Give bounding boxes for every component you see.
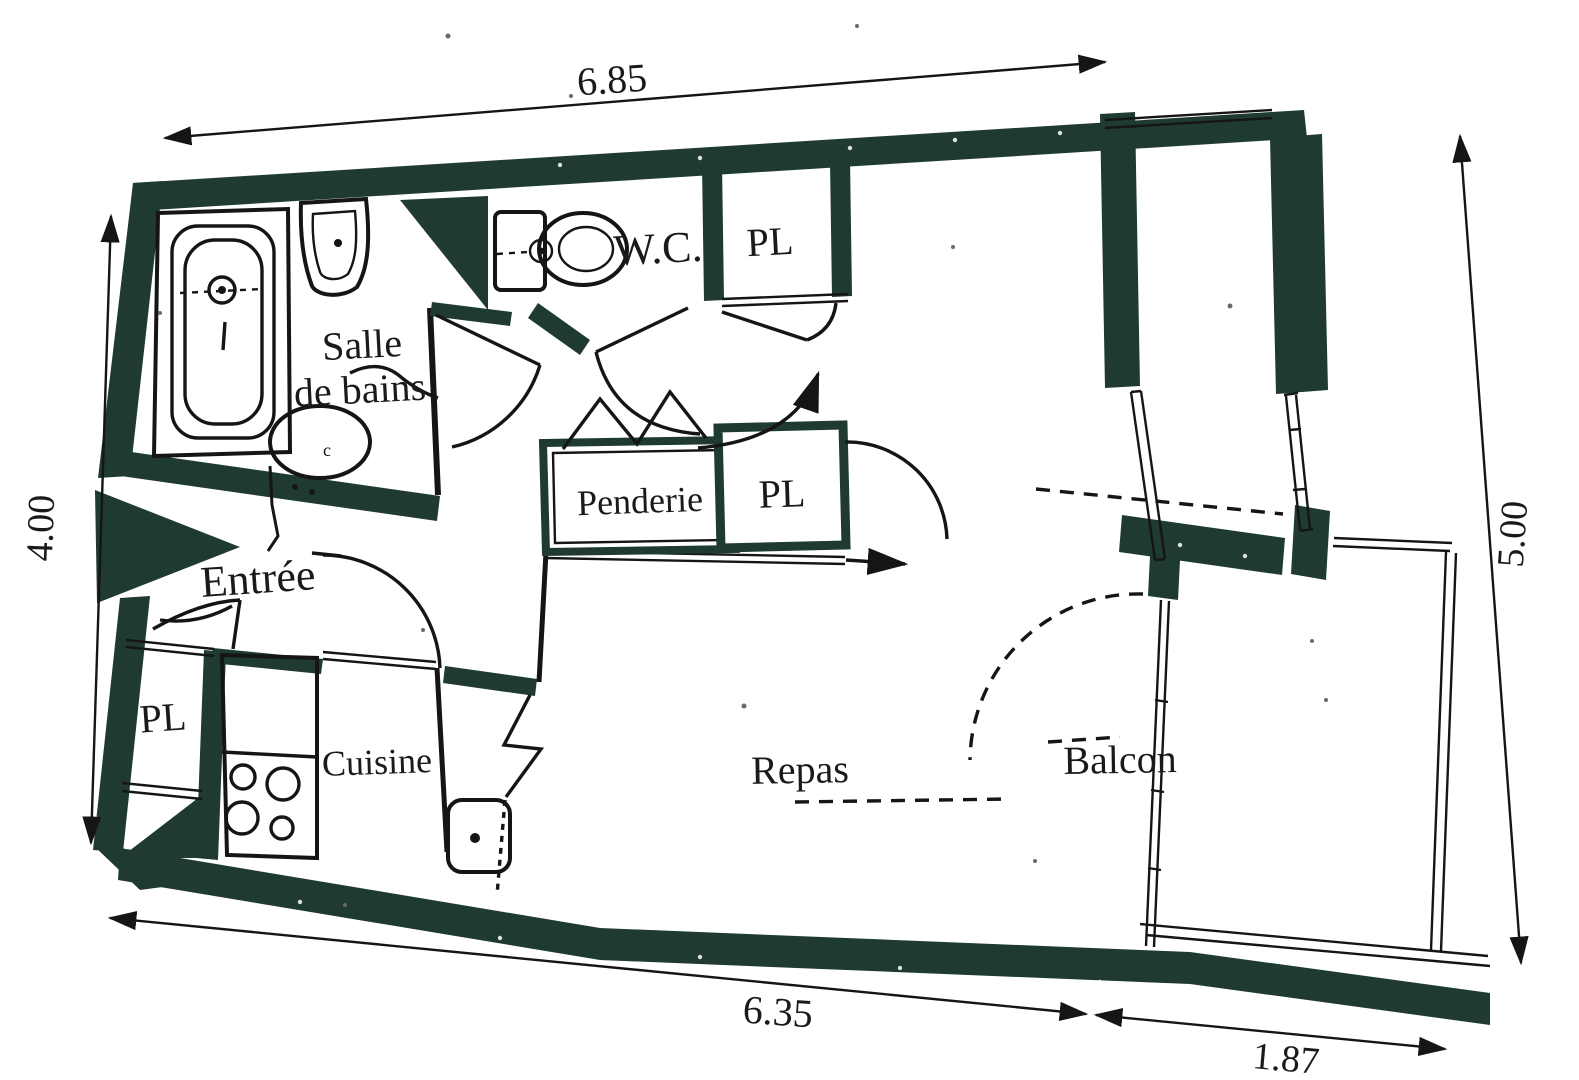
entry-leader-line (266, 465, 280, 552)
living-door-arc (322, 553, 442, 669)
kitchen-folding-door (501, 694, 545, 799)
bathroom-door-arc (451, 364, 542, 449)
kitchen-sink-icon (446, 798, 512, 874)
dim-label-left: 4.00 (19, 494, 63, 562)
room-label-closet-entry: PL (138, 693, 188, 741)
kitchen-top-wall (211, 648, 323, 674)
wc-right-wall (702, 162, 724, 301)
closet-top-right-wall (830, 159, 852, 297)
outer-pier-wall (1270, 134, 1328, 394)
dim-label-right: 5.00 (1490, 499, 1537, 568)
interior-walls (95, 159, 852, 860)
entry-door-triangle (95, 490, 240, 603)
dim-line-top (162, 54, 1108, 146)
entry-door-arc (152, 598, 241, 631)
bathroom-door-leaf (435, 313, 541, 367)
circulation-arrows (495, 370, 909, 896)
room-label-balcony: Balcon (1063, 736, 1177, 783)
room-label-closet-top: PL (745, 218, 794, 265)
room-label-bathroom-line1: Salle (321, 320, 403, 369)
hall-curved-arrow (697, 370, 820, 450)
room-label-kitchen: Cuisine (321, 740, 432, 784)
kitchen-folding-door-track (495, 799, 507, 896)
toilet-icon (493, 210, 629, 292)
wardrobe-folding-doors (561, 389, 708, 451)
closet-entry-corner-triangle (120, 795, 202, 858)
wardrobe-left-stub (536, 551, 549, 683)
dim-line-bottom-right (1093, 1008, 1448, 1056)
balcony-top-wall (1119, 515, 1285, 575)
balcony-corner-wall (1291, 505, 1330, 580)
wc-left-stub (430, 302, 512, 326)
vanity-basin-icon (268, 364, 439, 495)
window-right-upper (1129, 389, 1167, 562)
room-label-wc: W.C. (612, 222, 703, 276)
wc-door-leaf (595, 306, 689, 354)
dim-line-right (1452, 133, 1529, 966)
scan-noise (158, 24, 1328, 998)
kitchen-right-partition (434, 667, 450, 853)
dim-label-bottom-right: 1.87 (1251, 1035, 1321, 1080)
bathroom-bottom-wall (114, 450, 440, 521)
dim-label-top: 6.85 (575, 55, 648, 105)
room-label-closet-hall: PL (758, 470, 806, 517)
wc-door-arc (594, 351, 701, 436)
closet-hall-box (713, 420, 851, 553)
bathtub-icon (151, 206, 293, 459)
living-door-hook (311, 551, 342, 558)
bathroom-hall-wall (427, 307, 441, 496)
dim-label-bottom-left: 6.35 (742, 987, 815, 1037)
dim-line-bottom-left (107, 911, 1089, 1021)
kitchen-pass-wall (443, 666, 537, 696)
closet-hall-arrow (845, 547, 909, 576)
closet-top-door-arc (806, 302, 838, 342)
vanity-mark: c (323, 440, 331, 460)
entry-leader-curve (159, 604, 233, 623)
door-swings (152, 302, 949, 669)
thin-wall-lines (121, 108, 1273, 801)
closet-entry-right-wall (196, 650, 226, 860)
right-inner-wall (1100, 112, 1140, 388)
balcony-railing (1139, 536, 1491, 968)
dimension-lines (82, 54, 1529, 1056)
room-label-wardrobe: Penderie (576, 479, 703, 523)
entry-door-leaf (231, 599, 242, 650)
sliding-door (1144, 599, 1171, 948)
closet-hall-door-arc (844, 440, 949, 540)
room-label-dining: Repas (751, 746, 850, 793)
bathroom-door-pocket-triangle (400, 196, 488, 310)
cooktop-icon (219, 652, 319, 861)
balcony-door-swing-dashed (794, 487, 1284, 804)
closet-top-door-leaf (721, 310, 808, 342)
room-label-bathroom-line2: de bains (293, 364, 427, 416)
washbasin-icon (298, 196, 371, 297)
room-label-entry: Entrée (199, 550, 317, 607)
wc-toilet-stub (528, 303, 590, 355)
dim-line-left (82, 213, 120, 846)
sliding-door-stub (1148, 556, 1180, 600)
window-outer-pier (1283, 391, 1314, 533)
